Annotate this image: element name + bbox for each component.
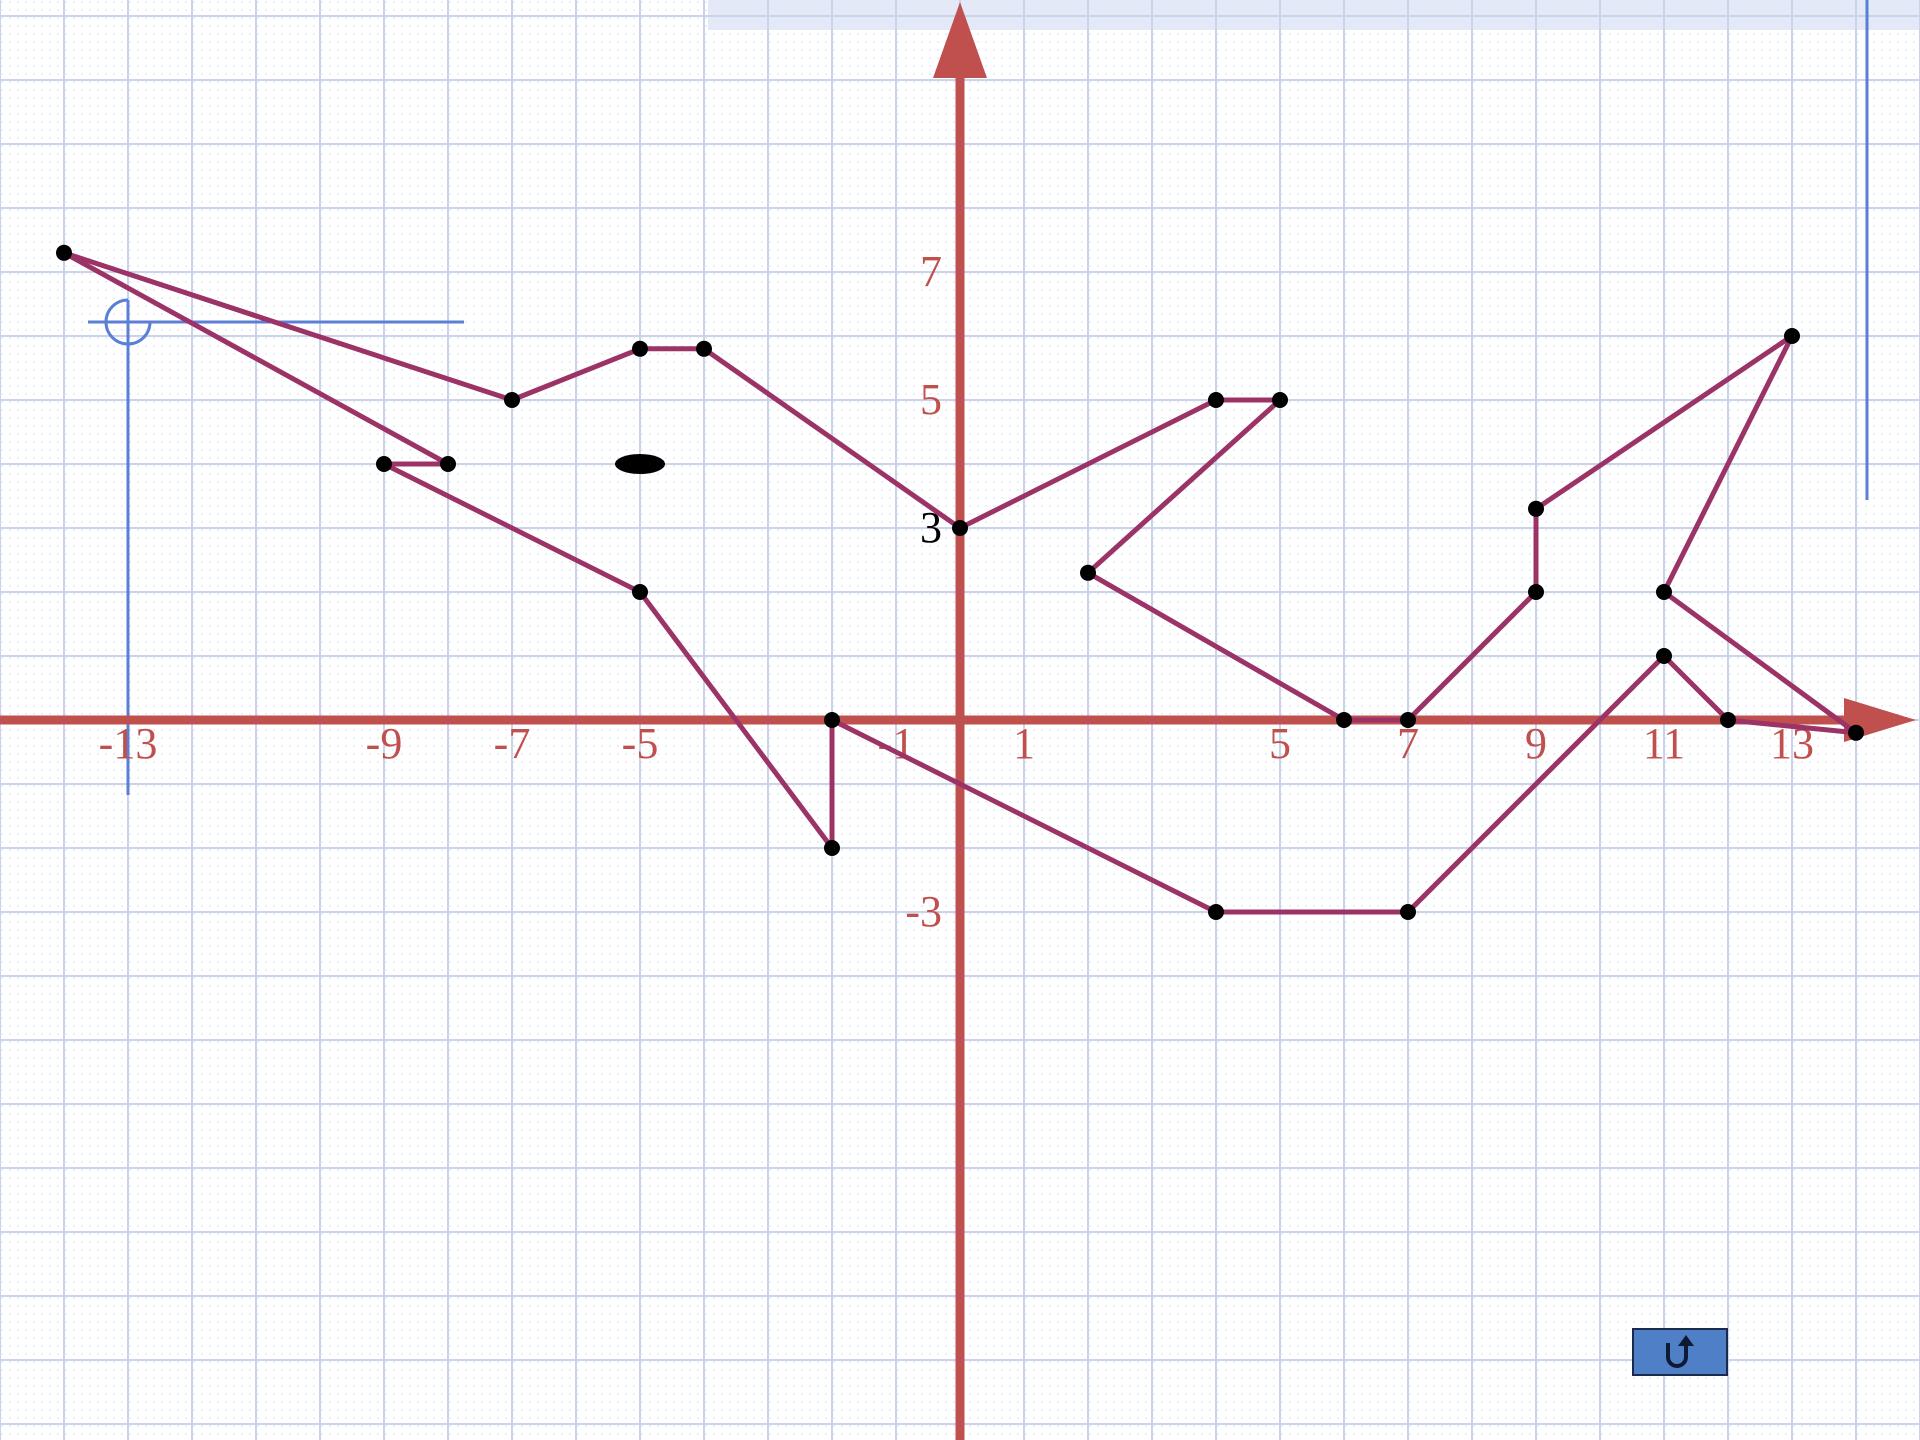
plotted-point	[1080, 564, 1096, 581]
plotted-point	[1336, 712, 1352, 728]
plotted-point	[1528, 500, 1544, 517]
plotted-point	[1208, 392, 1224, 408]
return-arrow-icon	[1666, 1335, 1694, 1368]
connect-the-dots-figure	[56, 244, 1864, 920]
decoration-lines	[88, 0, 1869, 795]
figure-segment	[1725, 717, 1859, 736]
plotted-point	[632, 340, 648, 357]
decoration-angle-arc	[104, 298, 152, 346]
figure-eye	[615, 454, 665, 474]
plotted-point	[1848, 724, 1864, 741]
plotted-point	[952, 520, 968, 536]
figure-segment	[61, 250, 451, 467]
plotted-point	[1400, 904, 1416, 920]
x-tick-label: 5	[1269, 719, 1291, 768]
figure-segment	[1085, 570, 1347, 723]
plotted-point	[632, 584, 648, 600]
figure-segment	[1405, 653, 1667, 915]
plotted-point	[504, 392, 520, 408]
x-tick-label: 9	[1525, 719, 1547, 768]
y-axis-arrow-icon	[933, 2, 987, 78]
figure-segment	[1661, 333, 1795, 595]
x-tick-label: -9	[366, 719, 403, 768]
plotted-point	[1208, 904, 1224, 920]
figure-segment	[381, 461, 643, 595]
x-tick-label: -7	[494, 719, 531, 768]
figure-segment	[509, 346, 643, 403]
plotted-point	[1528, 584, 1544, 600]
y-tick-label: 5	[920, 375, 942, 424]
x-tick-label: -5	[622, 719, 659, 768]
figure-segment	[1661, 653, 1731, 723]
plotted-point	[824, 840, 840, 856]
y-tick-label: 3	[920, 503, 942, 552]
figure-segment	[701, 346, 963, 531]
plotted-point	[440, 456, 456, 472]
plotted-point	[376, 456, 392, 472]
x-tick-label: 7	[1397, 719, 1419, 768]
x-tick-label: -13	[99, 719, 158, 768]
plotted-point	[1272, 392, 1288, 408]
figure-segment	[61, 250, 515, 403]
figure-segment	[829, 717, 1219, 915]
figure-segment	[1405, 589, 1539, 723]
plotted-point	[1400, 712, 1416, 728]
y-tick-label: -3	[905, 887, 942, 936]
plotted-point	[824, 712, 840, 728]
figure-segment	[1661, 589, 1859, 736]
plotted-point	[1656, 584, 1672, 600]
x-tick-label: 1	[1013, 719, 1035, 768]
plotted-point	[56, 244, 72, 261]
plotted-point	[1656, 648, 1672, 664]
plotted-point	[696, 340, 712, 357]
plotted-point	[1720, 712, 1736, 728]
plotted-point	[1784, 328, 1800, 344]
return-button[interactable]	[1632, 1328, 1728, 1376]
figure-segment	[1085, 397, 1283, 576]
figure-segment	[637, 589, 835, 851]
figure-segment	[957, 397, 1219, 531]
y-tick-label: 7	[920, 247, 942, 296]
x-tick-label: 11	[1643, 719, 1685, 768]
figure-segment	[1533, 333, 1795, 512]
